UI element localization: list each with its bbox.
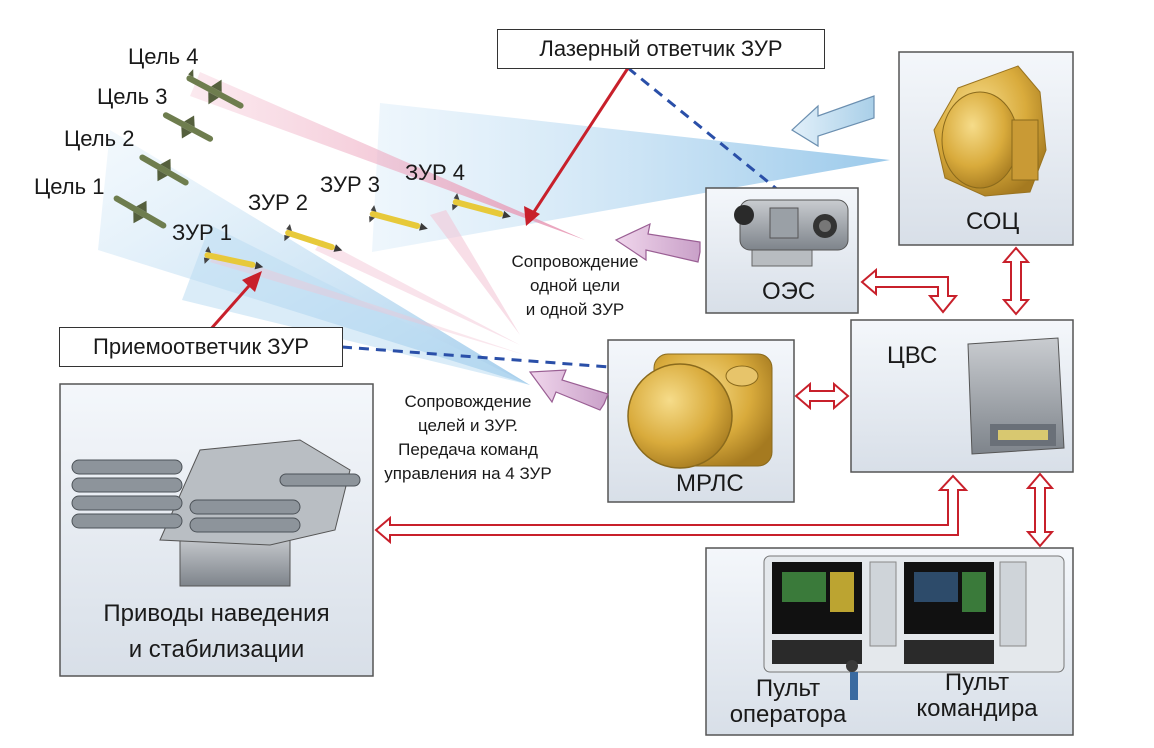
- mrls-wide-beam: [182, 225, 530, 385]
- mrls-radar-image: [627, 353, 773, 469]
- missiles: [203, 193, 511, 270]
- cvs-label: ЦВС: [887, 342, 938, 369]
- target-2-label: Цель 2: [64, 126, 135, 151]
- missile-3: [369, 205, 428, 231]
- transponder-link-line: [341, 345, 611, 369]
- commander-console-line-1: Пульт: [944, 669, 1010, 696]
- operator-console-label: Пульт оператора: [726, 676, 850, 728]
- missile-4: [452, 193, 511, 219]
- operator-console-line-2: оператора: [729, 701, 847, 728]
- oes-sensor-image: [734, 199, 849, 267]
- mrls-tracking-beam: [98, 130, 530, 385]
- soc-cvs-link: [1001, 246, 1031, 316]
- missile-1-label: ЗУР 1: [172, 220, 233, 245]
- target-2: [139, 154, 189, 186]
- laser-transponder-label: Лазерный ответчик ЗУР: [539, 36, 783, 61]
- pink-fan-2: [315, 240, 520, 345]
- commander-console-label: Пульт командира: [908, 670, 1046, 722]
- tracking-multi-line-2: целей и ЗУР.: [418, 416, 518, 435]
- laser-link-line: [627, 66, 779, 192]
- tracking-single-line-3: и одной ЗУР: [525, 300, 625, 319]
- cvs-computer-image: [967, 337, 1065, 455]
- pink-fan-1: [430, 210, 520, 335]
- laser-transponder-callout: Лазерный ответчик ЗУР: [497, 29, 825, 69]
- transponder-callout: Приемоответчик ЗУР: [59, 327, 343, 367]
- tracking-single-line-1: Сопровождение: [511, 252, 639, 271]
- tracking-single-text: Сопровождение одной цели и одной ЗУР: [500, 250, 650, 322]
- targets: [113, 69, 244, 229]
- oes-cvs-link: [860, 267, 959, 314]
- mrls-to-target-arrow: [528, 369, 609, 411]
- mrls-label: МРЛС: [676, 470, 744, 497]
- target-4: [186, 69, 244, 109]
- target-4-label: Цель 4: [128, 44, 199, 69]
- tracking-single-line-2: одной цели: [530, 276, 620, 295]
- transponder-arrow-head: [242, 271, 262, 292]
- soc-label: СОЦ: [966, 208, 1020, 235]
- soc-to-beam-arrow: [791, 95, 875, 148]
- drives-line-2: и стабилизации: [128, 636, 305, 663]
- missile-3-label: ЗУР 3: [320, 172, 381, 197]
- data-links: [374, 246, 1055, 548]
- missile-1: [203, 246, 264, 270]
- transponder-label: Приемоответчик ЗУР: [93, 334, 309, 359]
- callout-arrows: [208, 67, 630, 331]
- oes-tracking-beam: [190, 72, 585, 240]
- tracking-multi-line-3: Передача команд: [398, 440, 538, 459]
- soc-radar-image: [933, 65, 1047, 197]
- drives-line-1: Приводы наведения: [103, 600, 330, 627]
- missile-4-label: ЗУР 4: [405, 160, 466, 185]
- target-1: [113, 195, 167, 229]
- cvs-consoles-link: [1025, 472, 1055, 548]
- tracking-multi-line-1: Сопровождение: [404, 392, 532, 411]
- drives-label: Приводы наведения и стабилизации: [60, 596, 373, 668]
- laser-arrow-head: [524, 206, 540, 226]
- tracking-multi-text: Сопровождение целей и ЗУР. Передача кома…: [382, 390, 554, 486]
- target-1-label: Цель 1: [34, 174, 105, 199]
- missile-2: [284, 224, 343, 252]
- missile-2-label: ЗУР 2: [248, 190, 309, 215]
- cvs-drives-link: [374, 474, 969, 545]
- turret-image: [71, 439, 361, 587]
- target-3-label: Цель 3: [97, 84, 168, 109]
- pink-fan-3: [210, 252, 525, 355]
- tracking-multi-line-4: управления на 4 ЗУР: [384, 464, 552, 483]
- commander-console-line-2: командира: [916, 695, 1038, 722]
- oes-to-target-arrow: [614, 222, 701, 263]
- mrls-cvs-link: [794, 381, 850, 411]
- operator-console-line-1: Пульт: [755, 675, 821, 702]
- target-3: [162, 112, 214, 142]
- consoles-image: [763, 555, 1065, 700]
- oes-label: ОЭС: [762, 278, 816, 305]
